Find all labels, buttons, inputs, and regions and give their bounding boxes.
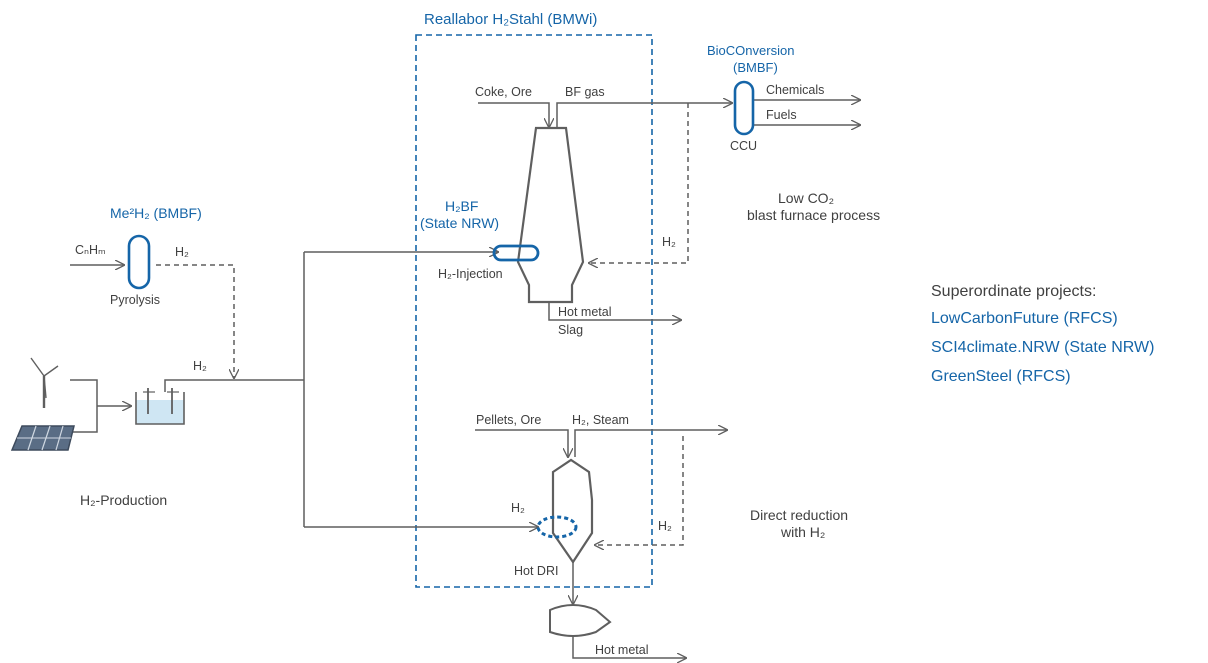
- pyrolysis-feed-label: CₙHₘ: [75, 243, 106, 257]
- bioconversion-funder-label: (BMBF): [733, 60, 778, 75]
- hot-dri-label: Hot DRI: [514, 564, 558, 578]
- ccu-label: CCU: [730, 139, 757, 153]
- electric-arc-furnace: [549, 604, 612, 637]
- electrolyser-h2-outlet: [164, 379, 304, 392]
- eaf-hot-metal-label: Hot metal: [595, 643, 649, 657]
- bf-charge-arrow: [478, 102, 549, 127]
- wind-to-electrolyser-line: [70, 379, 98, 406]
- bf-hot-metal-arrow: [548, 302, 681, 320]
- bf-gas-line: [556, 103, 732, 127]
- bf-recycle-h2-label: H₂: [662, 235, 676, 249]
- h2-injection-ring: [492, 244, 540, 262]
- project-item: SCI4climate.NRW (State NRW): [931, 339, 1155, 356]
- dr-process-label-1: Direct reduction: [750, 507, 848, 523]
- solar-panel-icon: [10, 425, 75, 451]
- blast-furnace-shaft: [516, 126, 585, 304]
- dr-inputs-label: Pellets, Ore: [476, 413, 541, 427]
- bf-process-label-1: Low CO₂: [778, 190, 834, 206]
- dr-h2-recycle-line: [595, 436, 684, 545]
- bf-process-label-2: blast furnace process: [747, 207, 880, 223]
- superordinate-projects-title: Superordinate projects:: [931, 283, 1097, 300]
- bf-gas-label: BF gas: [565, 85, 605, 99]
- eaf-hot-metal-arrow: [572, 636, 686, 658]
- bf-hot-metal-label: Hot metal: [558, 305, 612, 319]
- h2-production-label: H₂-Production: [80, 492, 167, 508]
- pyrolysis-h2-label: H₂: [175, 245, 189, 259]
- dr-charge-arrow: [475, 429, 568, 457]
- h2bf-funder-label: (State NRW): [420, 215, 499, 231]
- dr-h2-distributor: [536, 515, 578, 539]
- dr-offgas-label: H₂, Steam: [572, 413, 629, 427]
- dr-offgas-line: [574, 430, 727, 457]
- pyrolysis-label: Pyrolysis: [110, 293, 160, 307]
- bf-slag-label: Slag: [558, 323, 583, 337]
- electrolyser-icon: [135, 388, 185, 425]
- project-item: GreenSteel (RFCS): [931, 368, 1071, 385]
- solar-to-electrolyser-line: [70, 406, 98, 433]
- bf-h2-recycle-line: [589, 103, 689, 263]
- dr-process-label-2: with H₂: [780, 524, 825, 540]
- dr-recycle-h2-label: H₂: [658, 519, 672, 533]
- wind-turbine-icon: [30, 357, 59, 408]
- project-boundary-box: [415, 34, 653, 588]
- electrolyser-h2-label: H₂: [193, 359, 207, 373]
- project-item: LowCarbonFuture (RFCS): [931, 310, 1118, 327]
- dr-h2-in-label: H₂: [511, 501, 525, 515]
- fuels-label: Fuels: [766, 108, 797, 122]
- bioconversion-label: BioCOnversion: [707, 43, 794, 58]
- h2-injection-label: H₂-Injection: [438, 267, 503, 281]
- shaft-furnace: [551, 458, 594, 564]
- pyrolysis-h2-line: [156, 264, 234, 378]
- project-box-title: Reallabor H₂Stahl (BMWi): [424, 11, 597, 28]
- ccu-reactor: [733, 80, 755, 136]
- chemicals-label: Chemicals: [766, 83, 824, 97]
- h2bf-label: H₂BF: [445, 198, 478, 214]
- pyrolysis-reactor: [127, 234, 151, 290]
- me2h2-title: Me²H₂ (BMBF): [110, 205, 202, 221]
- bf-inputs-label: Coke, Ore: [475, 85, 532, 99]
